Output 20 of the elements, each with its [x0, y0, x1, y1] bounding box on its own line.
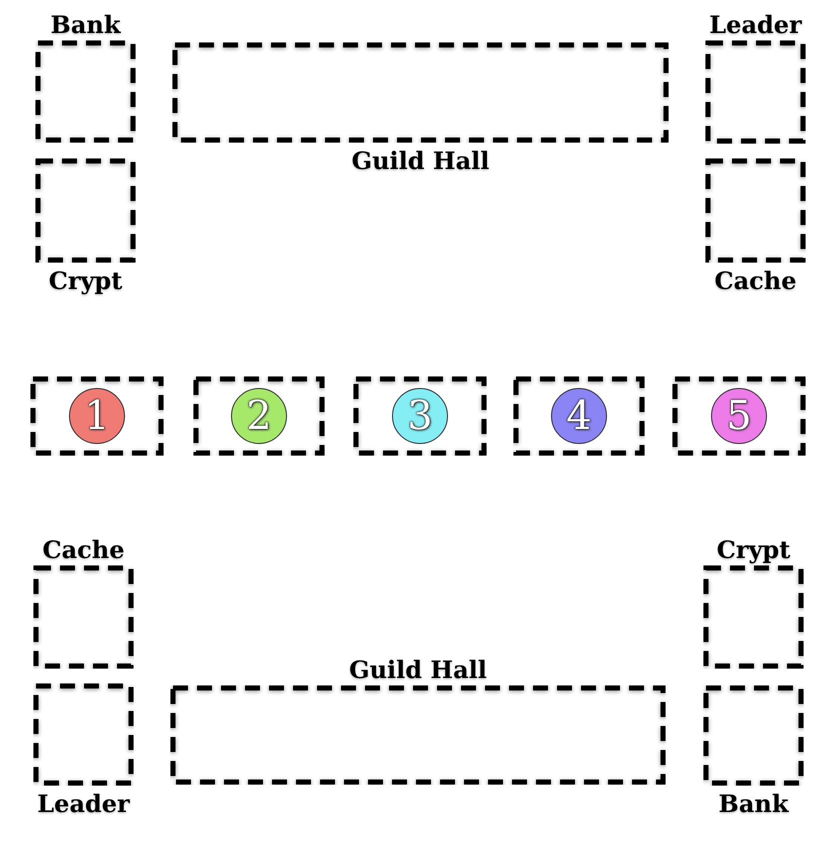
number-badge: 1: [69, 388, 125, 444]
room-label: Leader: [37, 792, 130, 816]
room-label: Crypt: [48, 269, 122, 293]
room-label: Leader: [709, 13, 802, 37]
room-label: Guild Hall: [349, 658, 487, 682]
dashed-box: [353, 376, 487, 456]
room-label: Bank: [50, 13, 120, 37]
dashed-box: [193, 376, 325, 456]
room-label: Bank: [718, 792, 788, 816]
dashed-box: [30, 376, 164, 456]
room-label: Guild Hall: [352, 149, 490, 173]
number-badge: 5: [711, 388, 767, 444]
room-label: Cache: [714, 269, 796, 293]
room-label: Cache: [42, 538, 124, 562]
number-badge: 2: [231, 388, 287, 444]
dashed-box: [513, 376, 645, 456]
room-label: Crypt: [716, 538, 790, 562]
dashed-box: [672, 376, 806, 456]
number-badge: 4: [551, 388, 607, 444]
number-badge: 3: [392, 388, 448, 444]
